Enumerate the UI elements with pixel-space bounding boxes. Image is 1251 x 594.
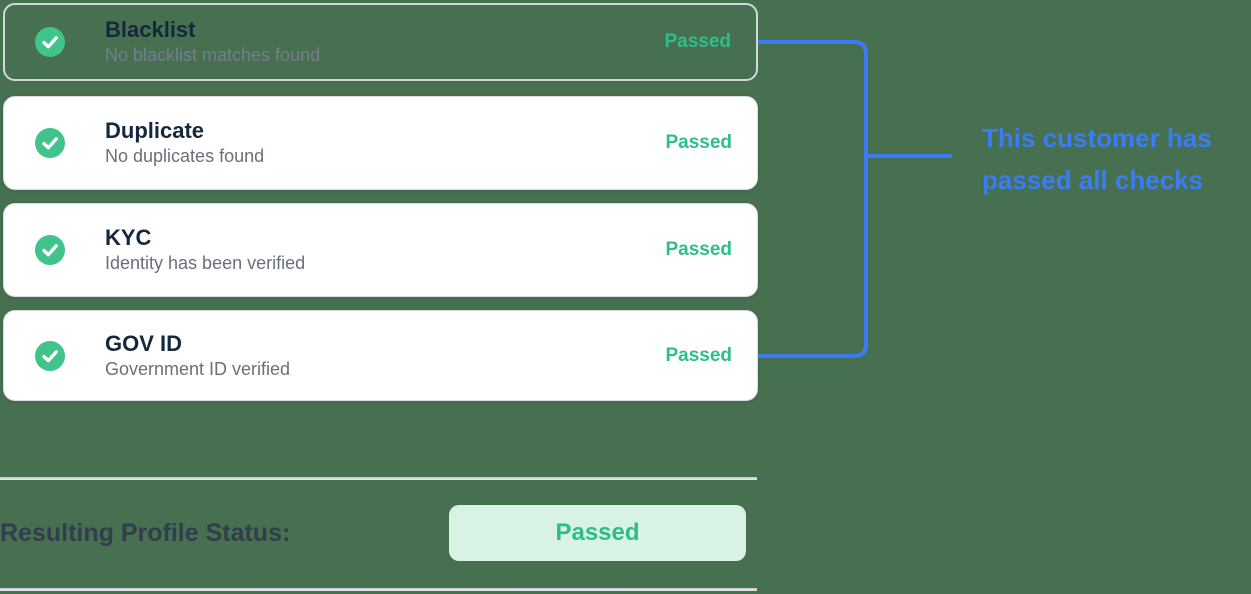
check-status-label: Passed [665,344,732,366]
divider [0,588,757,591]
check-status-label: Passed [665,239,732,260]
check-status-label: Passed [665,132,732,153]
check-card-gov-id[interactable]: GOV ID Government ID verified Passed [3,310,758,401]
check-title: GOV ID [105,330,183,356]
check-title: KYC [105,225,152,251]
check-subtitle: No duplicates found [105,146,265,167]
check-subtitle: No blacklist matches found [105,45,321,66]
check-circle-icon [35,128,65,158]
check-subtitle: Government ID verified [105,358,291,379]
check-status-label: Passed [664,31,731,52]
check-card-kyc[interactable]: KYC Identity has been verified Passed [3,203,758,297]
check-title: Duplicate [105,118,205,144]
annotation-line-2: passed all checks [982,165,1204,195]
check-circle-icon [35,27,65,57]
check-card-text: GOV ID Government ID verified [105,330,665,380]
result-label: Resulting Profile Status: [0,519,291,547]
check-circle-icon [35,235,65,265]
check-title: Blacklist [105,17,196,43]
annotation-line-1: This customer has [982,123,1212,153]
check-card-text: KYC Identity has been verified [105,226,665,274]
result-status-chip[interactable]: Passed [449,505,746,561]
check-subtitle: Identity has been verified [105,253,306,274]
check-card-duplicate[interactable]: Duplicate No duplicates found Passed [3,96,758,190]
annotation-callout: This customer has passed all checks [982,117,1212,201]
result-status-text: Passed [555,519,640,546]
check-circle-icon [35,340,65,371]
divider [0,477,757,480]
check-card-text: Blacklist No blacklist matches found [105,18,664,66]
check-card-text: Duplicate No duplicates found [105,119,665,167]
check-card-blacklist[interactable]: Blacklist No blacklist matches found Pas… [3,3,758,81]
